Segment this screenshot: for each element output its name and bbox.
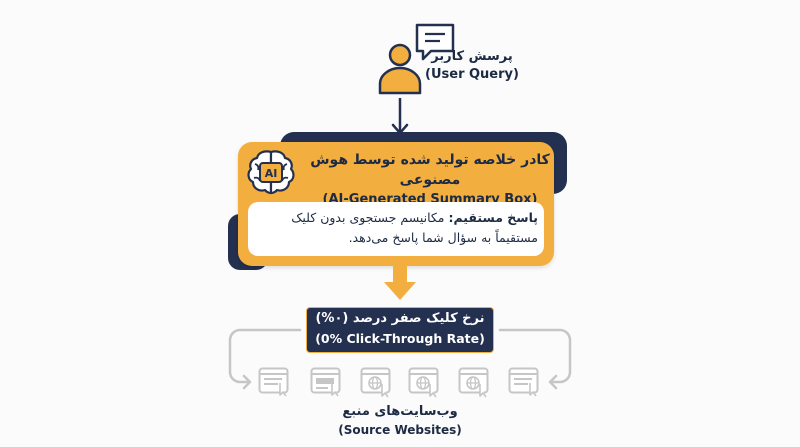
direct-answer-body: مکانیسم جستجوی بدون کلیک مستقیماً به سؤا… bbox=[291, 210, 538, 245]
globe-page-icon bbox=[458, 367, 489, 398]
source-websites-label-en: (Source Websites) bbox=[338, 423, 462, 437]
zero-ctr-label: نرخ کلیک صفر درصد (۰%) (0% Click-Through… bbox=[306, 309, 494, 349]
brain-ai-icon: AI bbox=[247, 150, 295, 195]
ai-summary-title-fa: کادر خلاصه تولید شده توسط هوش مصنوعی bbox=[310, 152, 550, 188]
ai-chip-label: AI bbox=[265, 167, 278, 180]
zero-ctr-label-en: (0% Click-Through Rate) bbox=[315, 331, 485, 346]
user-icon bbox=[378, 43, 422, 95]
document-page-icon bbox=[508, 367, 539, 397]
browser-window-icon bbox=[310, 367, 341, 397]
source-websites-label-fa: وب‌سایت‌های منبع bbox=[342, 404, 458, 419]
globe-page-icon bbox=[408, 367, 439, 398]
direct-answer-text: پاسخ مستقیم: مکانیسم جستجوی بدون کلیک مس… bbox=[256, 208, 538, 248]
user-query-label-en: (User Query) bbox=[425, 67, 519, 82]
source-websites-label: وب‌سایت‌های منبع (Source Websites) bbox=[300, 403, 500, 439]
user-query-label: پرسش کاربر (User Query) bbox=[392, 48, 552, 84]
direct-answer-heading: پاسخ مستقیم: bbox=[448, 210, 538, 225]
globe-page-icon bbox=[360, 367, 391, 398]
chat-bubble-icon bbox=[415, 23, 455, 61]
zero-ctr-label-fa: نرخ کلیک صفر درصد (۰%) bbox=[315, 311, 485, 326]
zero-ctr-box bbox=[306, 307, 494, 353]
user-query-label-fa: پرسش کاربر bbox=[431, 49, 513, 64]
amber-arrow-down-icon bbox=[384, 266, 416, 300]
document-page-icon bbox=[258, 367, 289, 397]
direct-answer-box bbox=[248, 202, 544, 256]
